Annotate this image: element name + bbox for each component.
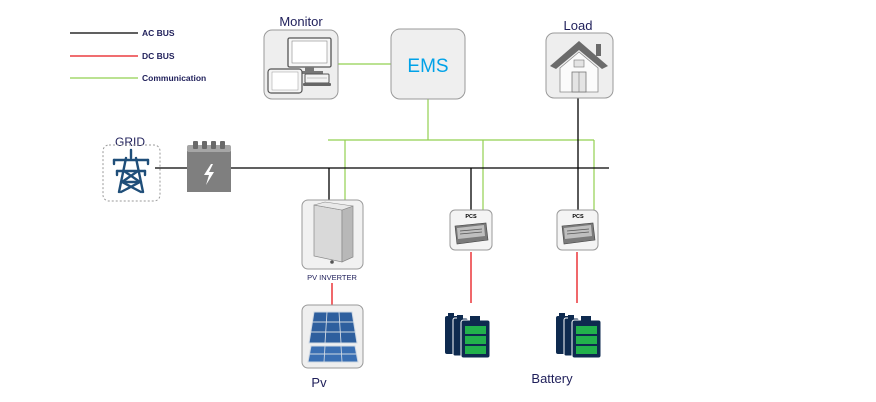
legend: AC BUS DC BUS Communication [70,28,206,83]
pv-inverter-icon [301,199,364,270]
pv-label: Pv [311,375,327,390]
transmission-tower-icon [102,144,161,202]
pcs-1-label: PCS [465,214,477,220]
communication-lines [328,63,595,210]
battery-label: Battery [531,371,573,386]
pv-inverter-label: PV INVERTER [307,273,357,282]
legend-comm-label: Communication [142,73,206,83]
grid-label: GRID [115,135,145,149]
ems-label: EMS [407,56,448,77]
pcs-unit-icon-2: PCS [556,209,599,251]
pcs-2-label: PCS [572,214,584,220]
computer-monitor-icon [263,29,339,100]
monitor-label: Monitor [279,14,323,29]
ems-box: EMS [390,28,466,100]
pcs-unit-icon-1: PCS [449,209,493,251]
battery-stack-icon-1 [445,313,491,359]
dc-bus-lines [331,252,578,305]
legend-dc-label: DC BUS [142,51,175,61]
solar-panel-icon [301,304,364,369]
house-icon [545,32,614,99]
battery-stack-icon-2 [556,313,602,359]
legend-ac-label: AC BUS [142,28,175,38]
electric-meter-icon [187,141,231,192]
load-label: Load [564,18,593,33]
